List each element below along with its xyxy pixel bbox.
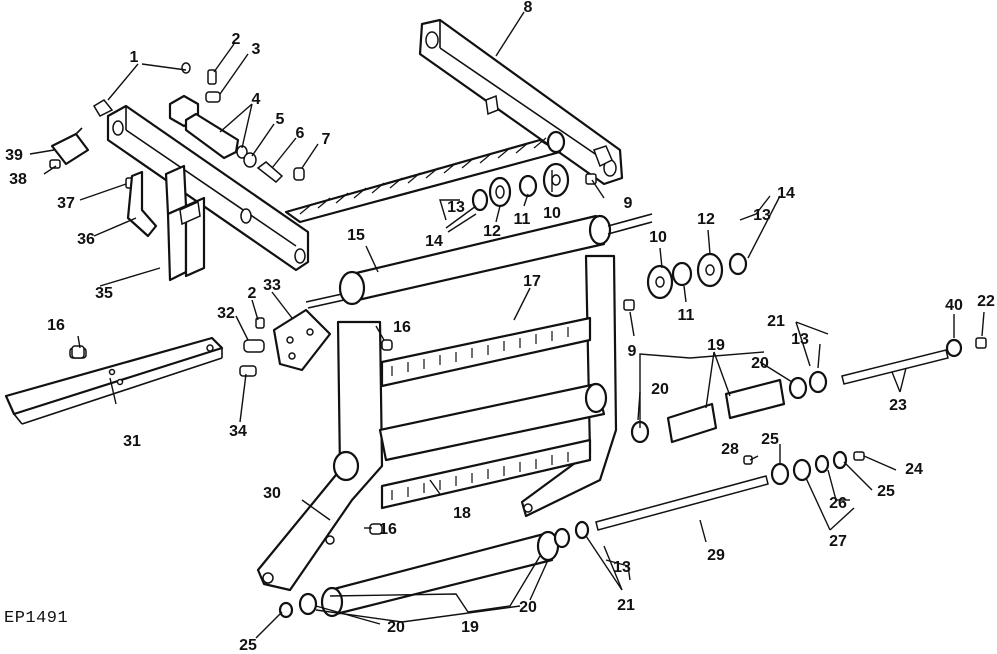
part-30-main-frame <box>256 254 618 592</box>
part-31-arm <box>4 336 224 425</box>
callout-1: 1 <box>130 49 139 66</box>
callout-38: 38 <box>9 171 27 188</box>
callout-11-lower: 11 <box>678 307 695 324</box>
callout-12-lower: 12 <box>697 211 715 228</box>
callout-5: 5 <box>276 111 285 128</box>
callout-4: 4 <box>252 91 261 108</box>
callout-20-right-b: 20 <box>651 381 669 398</box>
twisted-bar <box>284 130 566 224</box>
callout-2-upper: 2 <box>232 31 241 48</box>
callout-21-upper: 21 <box>767 313 785 330</box>
callout-20-right-a: 20 <box>751 355 769 372</box>
callout-15: 15 <box>347 227 365 244</box>
callout-13-lower: 13 <box>613 559 631 576</box>
callout-9-lower: 9 <box>628 343 637 360</box>
callout-25-bottom: 25 <box>239 637 257 654</box>
callout-27: 27 <box>829 533 847 550</box>
callout-37: 37 <box>57 195 75 212</box>
callout-32: 32 <box>217 305 235 322</box>
callout-2-lower: 2 <box>248 285 257 302</box>
callout-25-upper: 25 <box>761 431 779 448</box>
leader-lines <box>29 11 985 639</box>
callout-40: 40 <box>945 297 963 314</box>
callout-21-lower: 21 <box>617 597 635 614</box>
callout-36: 36 <box>77 231 95 248</box>
callout-9-upper: 9 <box>624 195 633 212</box>
callout-16-lower: 16 <box>379 521 397 538</box>
callout-13-mid: 13 <box>791 331 809 348</box>
callout-24: 24 <box>905 461 923 478</box>
callout-6: 6 <box>296 125 305 142</box>
callout-31: 31 <box>123 433 141 450</box>
right-bearing-stack <box>623 252 748 311</box>
callout-34: 34 <box>229 423 247 440</box>
callout-11-upper: 11 <box>514 211 531 228</box>
upper-hardware <box>168 69 305 183</box>
callout-13-right: 13 <box>753 207 771 224</box>
part-1-fitting <box>181 62 191 74</box>
part-15-roller <box>305 213 653 309</box>
upper-bearing-stack <box>471 162 597 212</box>
callout-28: 28 <box>721 441 739 458</box>
left-brackets <box>49 127 206 282</box>
callout-25-right: 25 <box>877 483 895 500</box>
part-29-shaft <box>595 450 865 531</box>
callout-39: 39 <box>5 147 23 164</box>
callout-26: 26 <box>829 495 847 512</box>
callout-12-upper: 12 <box>483 223 501 240</box>
callout-29: 29 <box>707 547 725 564</box>
callout-7: 7 <box>322 131 331 148</box>
callout-23: 23 <box>889 397 907 414</box>
callout-8: 8 <box>524 0 533 16</box>
part-16-fittings <box>71 339 393 535</box>
callout-10-lower: 10 <box>649 229 667 246</box>
callout-22: 22 <box>977 293 995 310</box>
callout-3: 3 <box>252 41 261 58</box>
part-1-cross-member <box>92 62 310 272</box>
callout-13-upper: 13 <box>447 199 465 216</box>
callout-20-bottom-a: 20 <box>519 599 537 616</box>
callout-35: 35 <box>95 285 113 302</box>
part-33-plate <box>239 308 332 377</box>
figure-id-label: EP1491 <box>4 609 69 628</box>
part-23-shaft <box>841 337 987 385</box>
part-8-side-frame <box>418 18 624 186</box>
callout-10-upper: 10 <box>543 205 561 222</box>
callout-14-lower: 14 <box>777 185 795 202</box>
callout-labels: 1 2 3 4 5 6 7 8 9 9 10 10 11 11 12 12 13… <box>5 0 995 654</box>
callout-30: 30 <box>263 485 281 502</box>
callout-19-bottom: 19 <box>461 619 479 636</box>
callout-18: 18 <box>453 505 471 522</box>
callout-16-left: 16 <box>47 317 65 334</box>
callout-19-right: 19 <box>707 337 725 354</box>
callout-16-mid: 16 <box>393 319 411 336</box>
callout-33: 33 <box>263 277 281 294</box>
callout-17: 17 <box>523 273 541 290</box>
callout-20-bottom-b: 20 <box>387 619 405 636</box>
callout-14-upper: 14 <box>425 233 443 250</box>
